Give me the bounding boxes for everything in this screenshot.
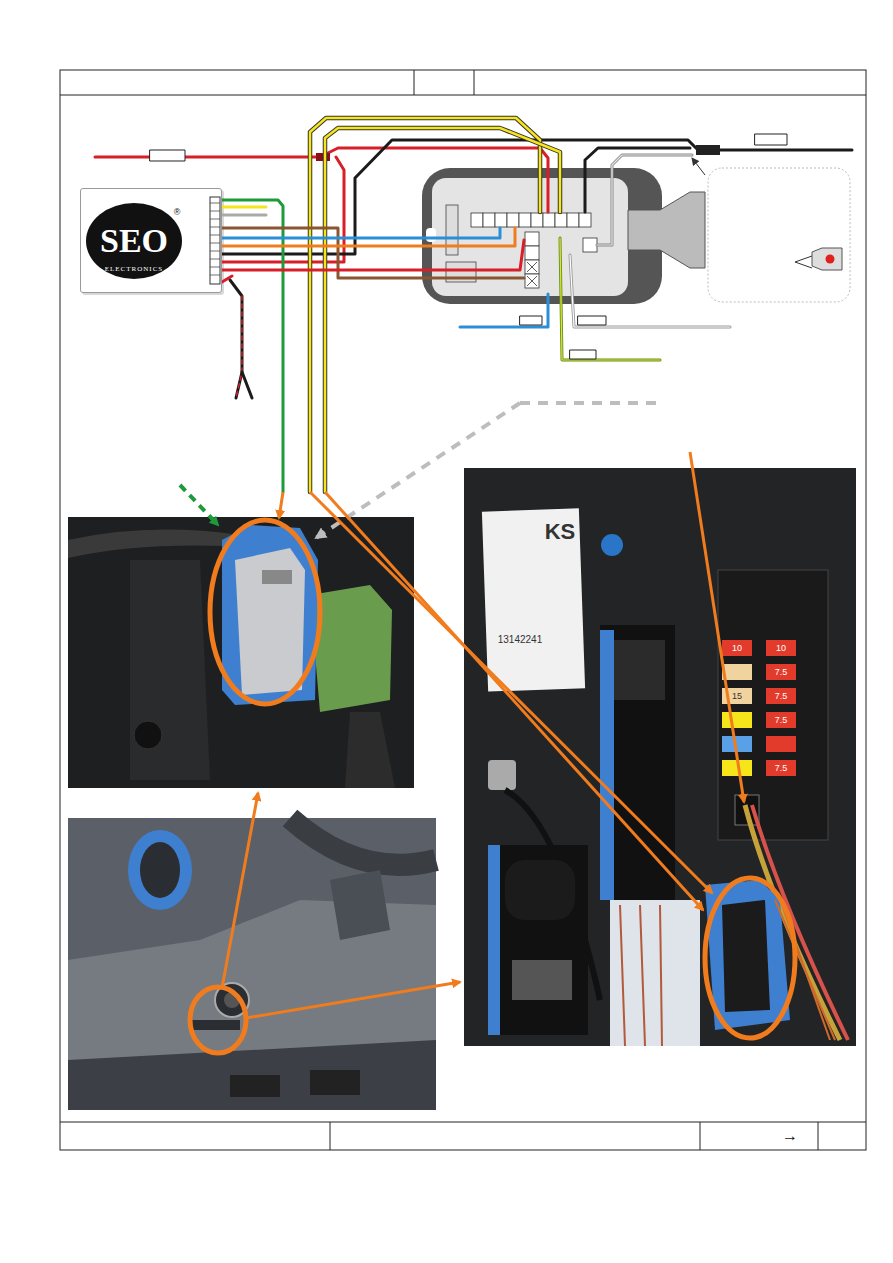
module-box: SEO ® ELECTRONICS [80,188,222,293]
fuse-rating: 7.5 [775,716,788,725]
part-number: 13142241 [498,635,543,645]
fuse-rating: 10 [732,644,742,653]
logo-subtext: ELECTRONICS [105,266,163,273]
fuse-rating: 10 [776,644,786,653]
logo-text: SEO [100,224,168,258]
fuse-rating: 7.5 [775,764,788,773]
photo-label: KS [545,521,576,543]
page-arrow: → [782,1128,798,1144]
fuse-rating: 15 [732,692,742,701]
registered-mark: ® [174,208,181,217]
fuse-rating: 7.5 [775,692,788,701]
fuse-rating: 7.5 [775,668,788,677]
